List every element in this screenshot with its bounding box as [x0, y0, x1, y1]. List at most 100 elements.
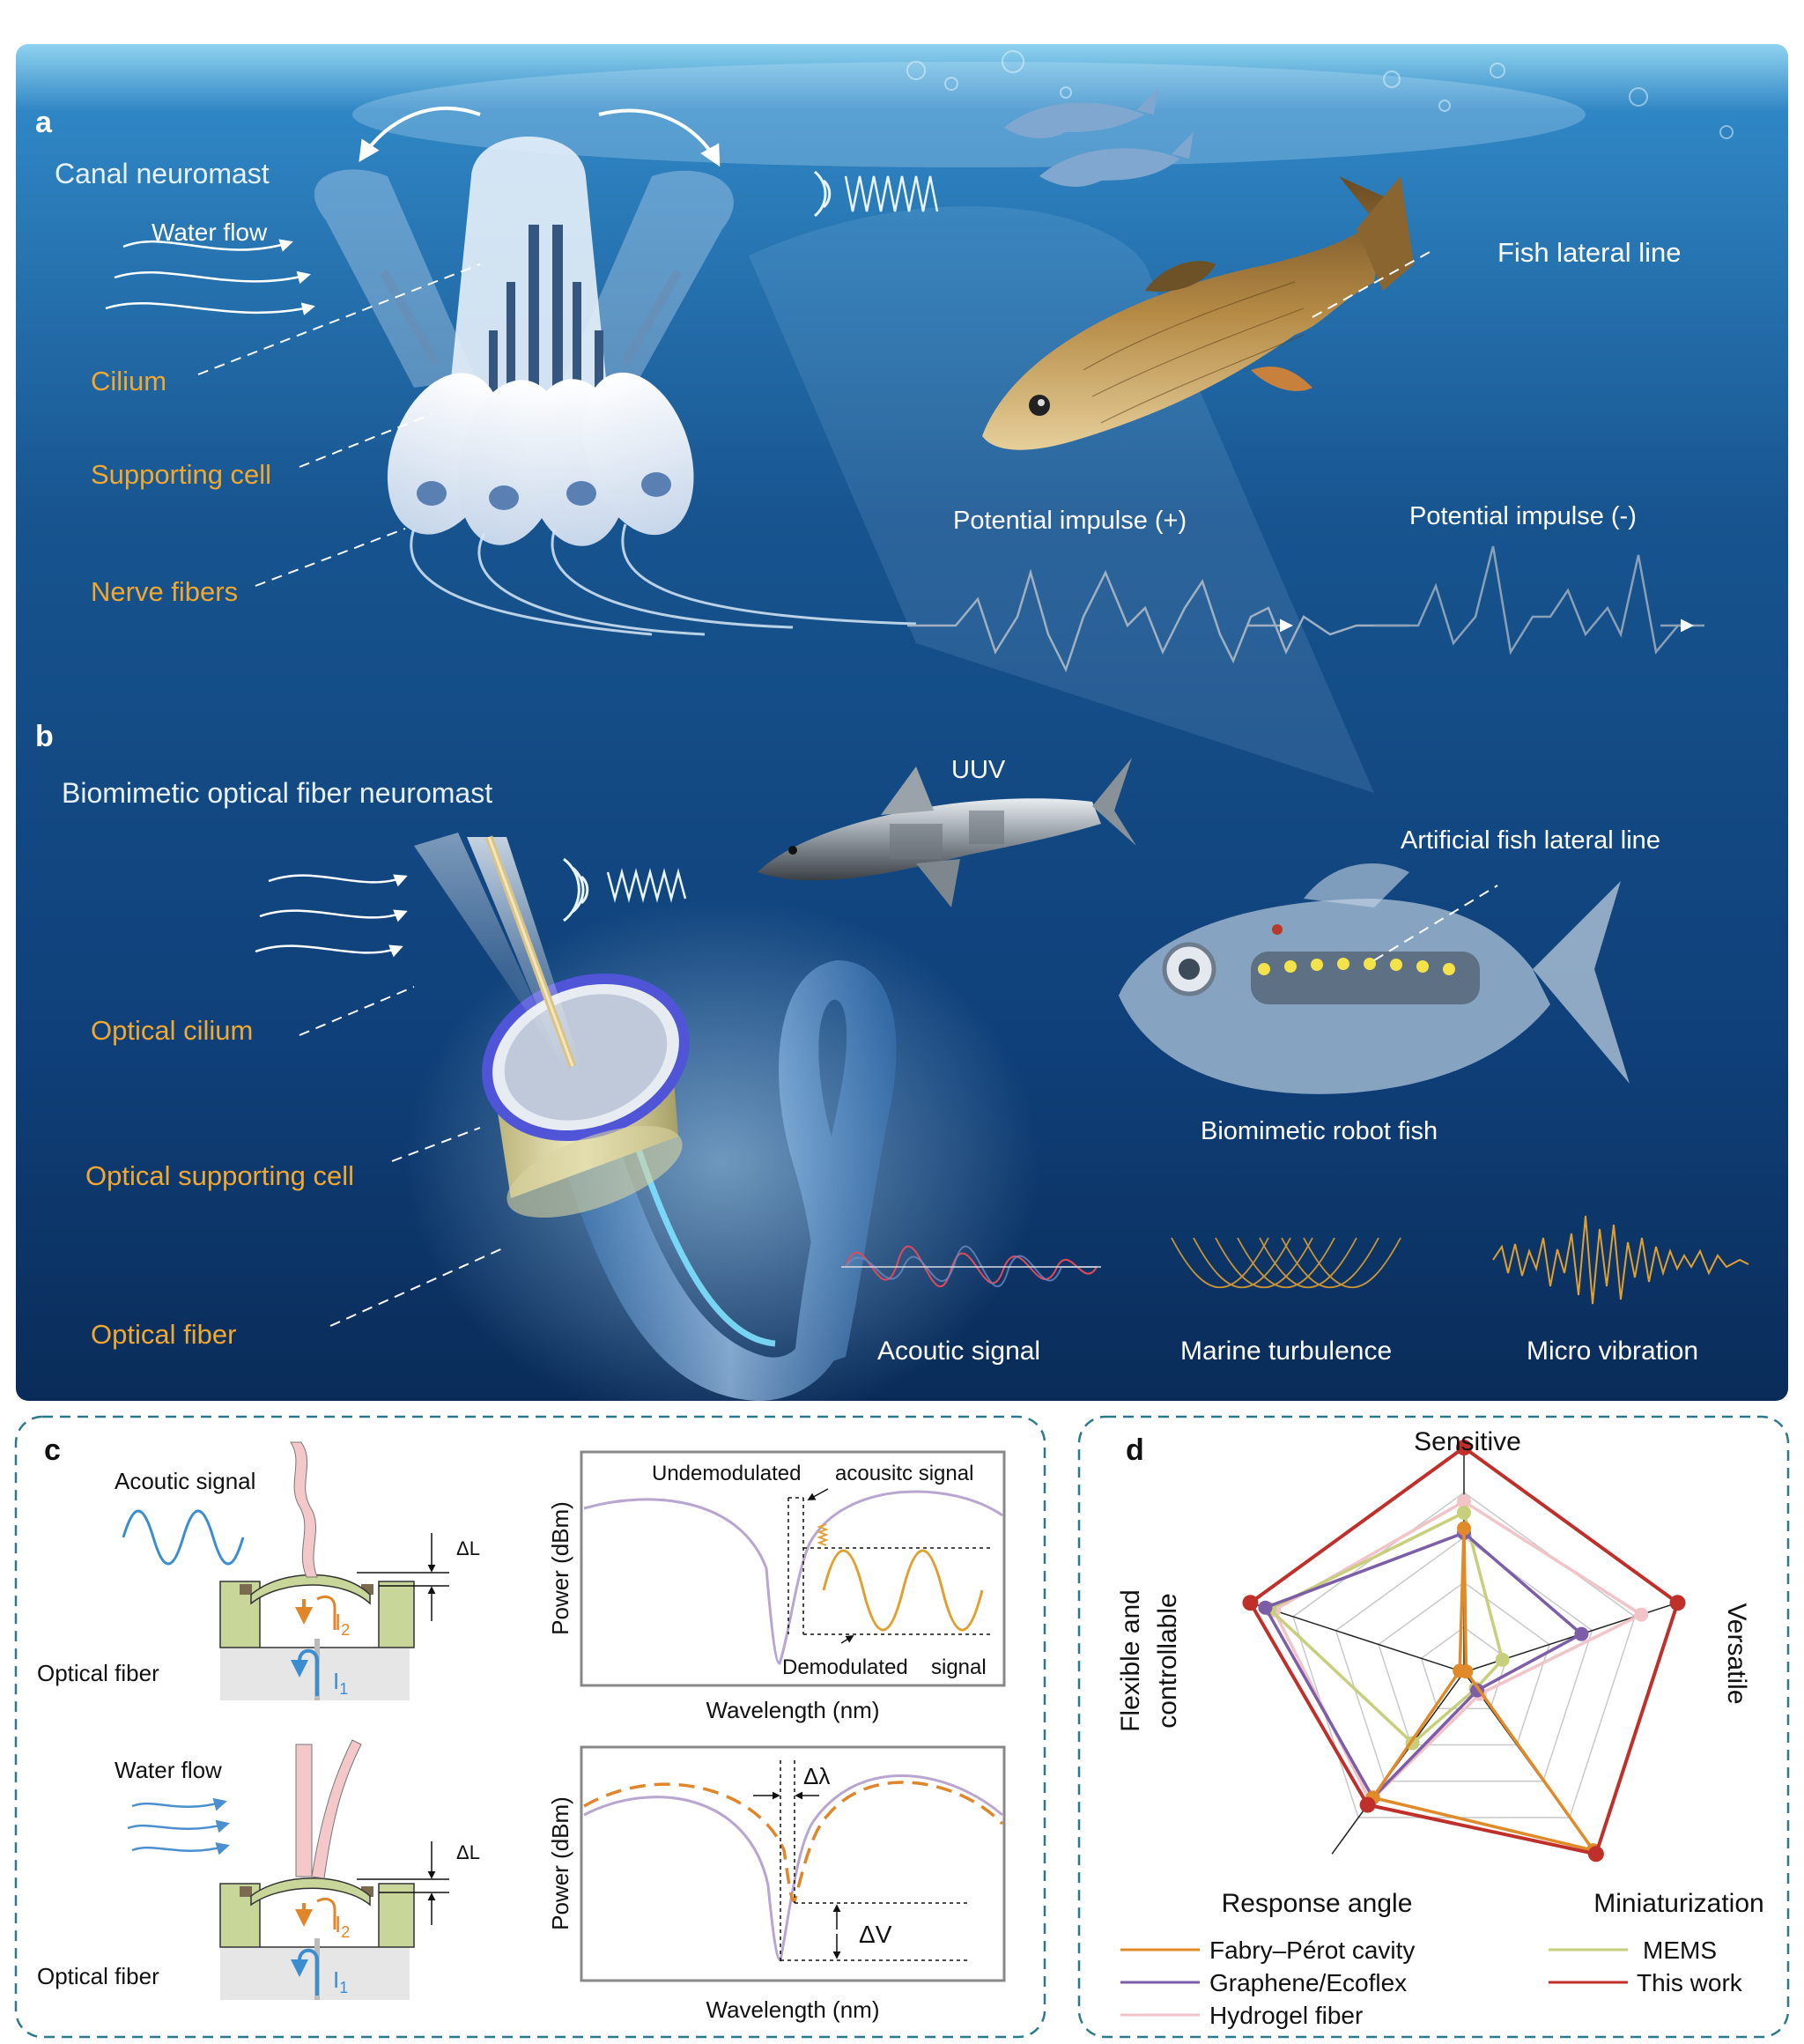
leader-lines-a	[197, 263, 481, 587]
optical-supporting-cell-label: Optical supporting cell	[85, 1160, 354, 1191]
i1-label-1: I1	[333, 1668, 348, 1698]
radar-series-graphene	[1262, 1530, 1585, 1801]
impulse-neg-label: Potential impulse (-)	[1409, 502, 1637, 530]
radar-point-this-work-5	[1242, 1595, 1259, 1611]
axis-label-flexible-1: Flexible and	[1116, 1589, 1145, 1732]
uuv-shark-illustration	[758, 758, 1136, 907]
i2-label-2: I2	[335, 1911, 350, 1941]
i1-label-2: I1	[333, 1966, 348, 1996]
radar-point-mems-1	[1457, 1505, 1471, 1520]
fiber-sensor-schematic-1	[219, 1441, 449, 1700]
acoustic-signal-schematic-label: Acoutic signal	[115, 1468, 255, 1494]
radar-point-hydrogel-1	[1457, 1494, 1471, 1509]
radar-point-graphene-2	[1574, 1626, 1589, 1641]
fish-lateral-line-leader	[1312, 250, 1432, 318]
axis-label-sensitive: Sensitive	[1414, 1427, 1521, 1456]
radar-axis-line-5	[1250, 1602, 1465, 1673]
optical-fiber-schematic-label-2: Optical fiber	[37, 1963, 159, 1989]
plot1-ann-signal: signal	[931, 1655, 987, 1679]
optical-fiber-label: Optical fiber	[91, 1319, 236, 1350]
water-flow-schematic-arrows	[127, 1797, 230, 1855]
panel-c: c Acoutic signal ΔL I2 I1 Optical fiber …	[14, 1415, 1046, 2039]
sonar-icon-b	[563, 857, 687, 922]
fiber-sensor-schematic-2	[219, 1739, 449, 2000]
optical-fiber-neuromast-illustration	[405, 833, 1039, 1427]
plot2-delta-v: ΔV	[859, 1921, 892, 1948]
axis-label-flexible-2: controllable	[1153, 1593, 1182, 1728]
radar-series	[1242, 1440, 1686, 1863]
axis-label-response-angle: Response angle	[1222, 1889, 1413, 1918]
panel-b: b Biomimetic optical fiber neuromast	[35, 720, 1749, 1427]
delta-l-label-2: ΔL	[456, 1841, 480, 1863]
radar-point-mems-2	[1495, 1652, 1510, 1667]
canal-neuromast-title: Canal neuromast	[55, 158, 270, 189]
impulse-pos-label: Potential impulse (+)	[953, 507, 1187, 535]
radar-point-fp-5	[1453, 1663, 1468, 1678]
spectrum-plot-2	[580, 1745, 1006, 1982]
axis-label-versatile: Versatile	[1722, 1603, 1751, 1704]
fish-lateral-line-label: Fish lateral line	[1497, 237, 1681, 268]
impulse-neg-trace	[1374, 545, 1704, 655]
uuv-label: UUV	[951, 756, 1006, 784]
plot2-ylabel: Power (dBm)	[547, 1796, 573, 1930]
radar-point-hydrogel-2	[1634, 1607, 1649, 1622]
legend-label-graphene: Graphene/Ecoflex	[1209, 1969, 1407, 1996]
optical-fiber-schematic-label-1: Optical fiber	[37, 1660, 159, 1686]
dolphins-icon	[1004, 88, 1194, 187]
radar-grid-ring-3	[1335, 1537, 1593, 1782]
water-flow-arrows	[105, 239, 315, 316]
plot2-xlabel: Wavelength (nm)	[706, 1996, 880, 2023]
artificial-lateral-line-label: Artificial fish lateral line	[1401, 826, 1660, 855]
supporting-cell-label: Supporting cell	[91, 459, 271, 490]
radar-series-this-work	[1247, 1445, 1680, 1856]
acoustic-signal-wave	[841, 1245, 1101, 1287]
micro-vibration-wave	[1492, 1215, 1749, 1305]
plot1-ann-demodulated: Demodulated	[782, 1655, 908, 1679]
marine-turbulence-label: Marine turbulence	[1180, 1337, 1392, 1366]
legend-label-fp: Fabry–Pérot cavity	[1209, 1937, 1415, 1964]
panel-d: d Sensitive Versatile Miniaturization Re…	[1077, 1415, 1790, 2039]
legend-label-mems: MEMS	[1643, 1937, 1717, 1964]
panel-a-letter: a	[35, 106, 53, 139]
robot-fish-label: Biomimetic robot fish	[1201, 1117, 1438, 1145]
water-flow-label: Water flow	[152, 218, 268, 246]
panel-a: a Canal neuromast	[35, 88, 1704, 793]
plot1-ylabel: Power (dBm)	[547, 1501, 573, 1635]
carp-fish-illustration	[982, 176, 1414, 450]
canal-neuromast-illustration	[314, 137, 917, 636]
delta-l-label-1: ΔL	[456, 1537, 480, 1559]
bending-arrows	[359, 107, 721, 167]
panel-c-letter: c	[44, 1433, 61, 1467]
panel-c-border	[14, 1415, 1046, 2039]
radar-point-this-work-1	[1456, 1440, 1472, 1455]
optical-cilium-label: Optical cilium	[91, 1015, 253, 1046]
nerve-fibers-label: Nerve fibers	[91, 576, 238, 607]
micro-vibration-label: Micro vibration	[1527, 1337, 1698, 1366]
radar-point-this-work-4	[1359, 1796, 1376, 1813]
radar-point-this-work-2	[1669, 1595, 1686, 1611]
legend-label-this: This work	[1637, 1969, 1743, 1996]
impulse-pos-trace	[907, 568, 1409, 673]
plot2-delta-lambda: Δλ	[803, 1763, 830, 1789]
axis-label-miniaturization: Miniaturization	[1593, 1889, 1763, 1918]
radar-point-graphene-5	[1258, 1600, 1273, 1615]
panel-d-letter: d	[1126, 1433, 1144, 1467]
i2-label-1: I2	[335, 1609, 350, 1639]
acoustic-sine-icon	[122, 1509, 245, 1566]
robot-fish-illustration	[1119, 863, 1630, 1094]
radar-grid-ring-2	[1378, 1581, 1550, 1746]
radar-legend: Fabry–Pérot cavity Graphene/Ecoflex Hydr…	[1120, 1937, 1743, 2029]
plot1-ann-undemodulated: Undemodulated	[652, 1462, 801, 1485]
radar-grid-ring-4	[1292, 1492, 1636, 1818]
leader-lines-b	[299, 986, 507, 1327]
panel-b-letter: b	[35, 720, 54, 753]
radar-point-fp-1	[1457, 1521, 1471, 1536]
artificial-lateral-line-leader	[1373, 885, 1498, 961]
acoustic-signal-label: Acoutic signal	[877, 1337, 1040, 1366]
radar-point-this-work-3	[1587, 1846, 1604, 1863]
optical-neuromast-title: Biomimetic optical fiber neuromast	[62, 777, 492, 809]
radar-series-fp	[1370, 1528, 1598, 1853]
spectrum-plot-1	[580, 1450, 1006, 1687]
plot1-ann-acoustic: acousitc signal	[835, 1462, 973, 1485]
legend-label-hydrogel: Hydrogel fiber	[1209, 2002, 1363, 2029]
